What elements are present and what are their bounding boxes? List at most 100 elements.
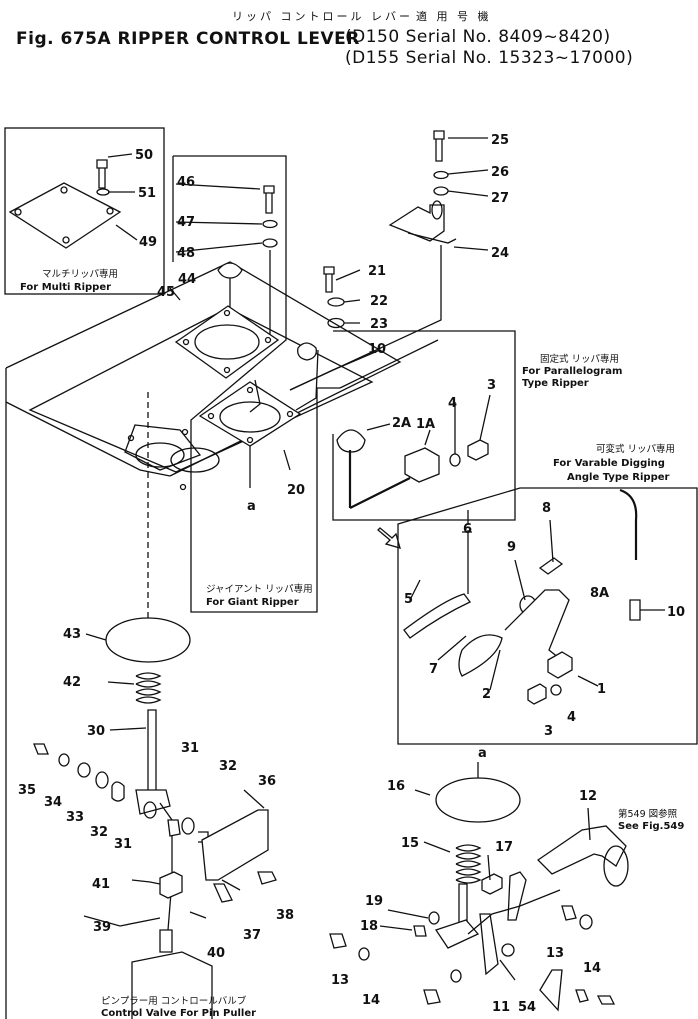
bracket-12 bbox=[536, 825, 627, 875]
callout-16: 16 bbox=[387, 779, 405, 794]
callout-15: 15 bbox=[401, 836, 419, 851]
grip-2 bbox=[458, 634, 503, 677]
callout-37: 37 bbox=[243, 928, 261, 943]
caption-parallelogram-jp: 固定式 リッパ専用 bbox=[540, 353, 619, 365]
callout-25: 25 bbox=[491, 133, 509, 148]
bracket-1 bbox=[547, 651, 573, 679]
bracket-36 bbox=[201, 809, 269, 881]
cable-8A bbox=[619, 488, 638, 560]
caption-variable-en1: For Varable Digging bbox=[553, 458, 665, 469]
callout-19: 19 bbox=[365, 894, 383, 909]
callout-3-upper: 3 bbox=[487, 378, 496, 393]
figure-title: Fig. 675A RIPPER CONTROL LEVER bbox=[16, 29, 360, 49]
callout-4-lower: 4 bbox=[567, 710, 576, 725]
boot-plate-45 bbox=[174, 305, 280, 379]
callout-14-right: 14 bbox=[583, 961, 601, 976]
callout-40: 40 bbox=[207, 946, 225, 961]
boot-plate-20 bbox=[198, 381, 302, 447]
caption-fig549-en: See Fig.549 bbox=[618, 821, 684, 832]
caption-multi-jp: マルチリッパ専用 bbox=[42, 268, 118, 280]
callout-14-left: 14 bbox=[362, 993, 380, 1008]
clevis-39 bbox=[159, 871, 183, 899]
callout-36: 36 bbox=[258, 774, 276, 789]
callout-50: 50 bbox=[135, 148, 153, 163]
callout-30: 30 bbox=[87, 724, 105, 739]
callout-a-upper: a bbox=[247, 499, 256, 514]
callout-13-left: 13 bbox=[331, 973, 349, 988]
caption-variable-en2: Angle Type Ripper bbox=[567, 472, 670, 483]
bolt-46 bbox=[263, 185, 275, 214]
callout-41: 41 bbox=[92, 877, 110, 892]
callout-32-left: 32 bbox=[90, 825, 108, 840]
spring-42 bbox=[135, 672, 162, 704]
callout-1A: 1A bbox=[416, 417, 435, 432]
callout-17: 17 bbox=[495, 840, 513, 855]
control-valve bbox=[131, 951, 213, 1019]
callout-47: 47 bbox=[177, 215, 195, 230]
callout-32-right: 32 bbox=[219, 759, 237, 774]
pointer-arrow bbox=[377, 527, 401, 549]
callout-49: 49 bbox=[139, 235, 157, 250]
callout-21: 21 bbox=[368, 264, 386, 279]
giant-ripper-outline bbox=[173, 155, 340, 613]
callout-35: 35 bbox=[18, 783, 36, 798]
knob-44 bbox=[217, 262, 243, 279]
callout-6: 6 bbox=[463, 522, 472, 537]
washer-47 bbox=[262, 219, 278, 229]
washer-48 bbox=[262, 238, 278, 248]
callout-43: 43 bbox=[63, 627, 81, 642]
callout-2A: 2A bbox=[392, 416, 411, 431]
caption-fig549-jp: 第549 図参照 bbox=[618, 808, 678, 820]
callout-42: 42 bbox=[63, 675, 81, 690]
callout-18: 18 bbox=[360, 919, 378, 934]
link-11 bbox=[479, 913, 499, 976]
callout-2: 2 bbox=[482, 687, 491, 702]
callout-31-left: 31 bbox=[114, 837, 132, 852]
lever-arm bbox=[504, 589, 570, 659]
caption-giant-jp: ジャイアント リッパ専用 bbox=[206, 583, 313, 595]
multi-ripper-inset bbox=[4, 127, 165, 295]
callout-8A: 8A bbox=[590, 586, 609, 601]
callout-24: 24 bbox=[491, 246, 509, 261]
callout-34: 34 bbox=[44, 795, 62, 810]
caption-valve-jp: ピンプラー用 コントロールバルブ bbox=[101, 995, 247, 1007]
knob-10 bbox=[297, 342, 317, 361]
callout-46: 46 bbox=[177, 175, 195, 190]
callout-54: 54 bbox=[518, 1000, 536, 1015]
caption-parallelogram-en2: Type Ripper bbox=[522, 378, 589, 389]
bracket-1A bbox=[404, 447, 440, 483]
serial-d155: (D155 Serial No. 15323~17000) bbox=[345, 48, 634, 68]
spring-15 bbox=[455, 844, 482, 884]
callout-1: 1 bbox=[597, 682, 606, 697]
parallelogram-ripper-box bbox=[289, 330, 516, 521]
callout-23: 23 bbox=[370, 317, 388, 332]
callout-27: 27 bbox=[491, 191, 509, 206]
callout-11: 11 bbox=[492, 1000, 510, 1015]
callout-38: 38 bbox=[276, 908, 294, 923]
caption-parallelogram-en1: For Parallelogram bbox=[522, 366, 622, 377]
callout-26: 26 bbox=[491, 165, 509, 180]
callout-44: 44 bbox=[178, 272, 196, 287]
knob-2A bbox=[336, 429, 366, 453]
callout-5: 5 bbox=[404, 592, 413, 607]
callout-22: 22 bbox=[370, 294, 388, 309]
callout-48: 48 bbox=[177, 246, 195, 261]
bolt-50 bbox=[96, 159, 108, 189]
caption-multi-en: For Multi Ripper bbox=[20, 282, 111, 293]
callout-13-right: 13 bbox=[546, 946, 564, 961]
callout-9: 9 bbox=[507, 540, 516, 555]
callout-12: 12 bbox=[579, 789, 597, 804]
callout-a-lower: a bbox=[478, 746, 487, 761]
caption-giant-en: For Giant Ripper bbox=[206, 597, 299, 608]
cover-plate-49 bbox=[8, 182, 122, 249]
callout-4-upper: 4 bbox=[448, 396, 457, 411]
callout-10-upper: 10 bbox=[368, 342, 386, 357]
caption-variable-jp: 可変式 リッパ専用 bbox=[596, 443, 675, 455]
title-japanese: リッパ コントロール レバー bbox=[232, 10, 413, 23]
callout-51: 51 bbox=[138, 186, 156, 201]
callout-33: 33 bbox=[66, 810, 84, 825]
callout-8: 8 bbox=[542, 501, 551, 516]
callout-45: 45 bbox=[157, 285, 175, 300]
lever-5 bbox=[403, 593, 472, 639]
